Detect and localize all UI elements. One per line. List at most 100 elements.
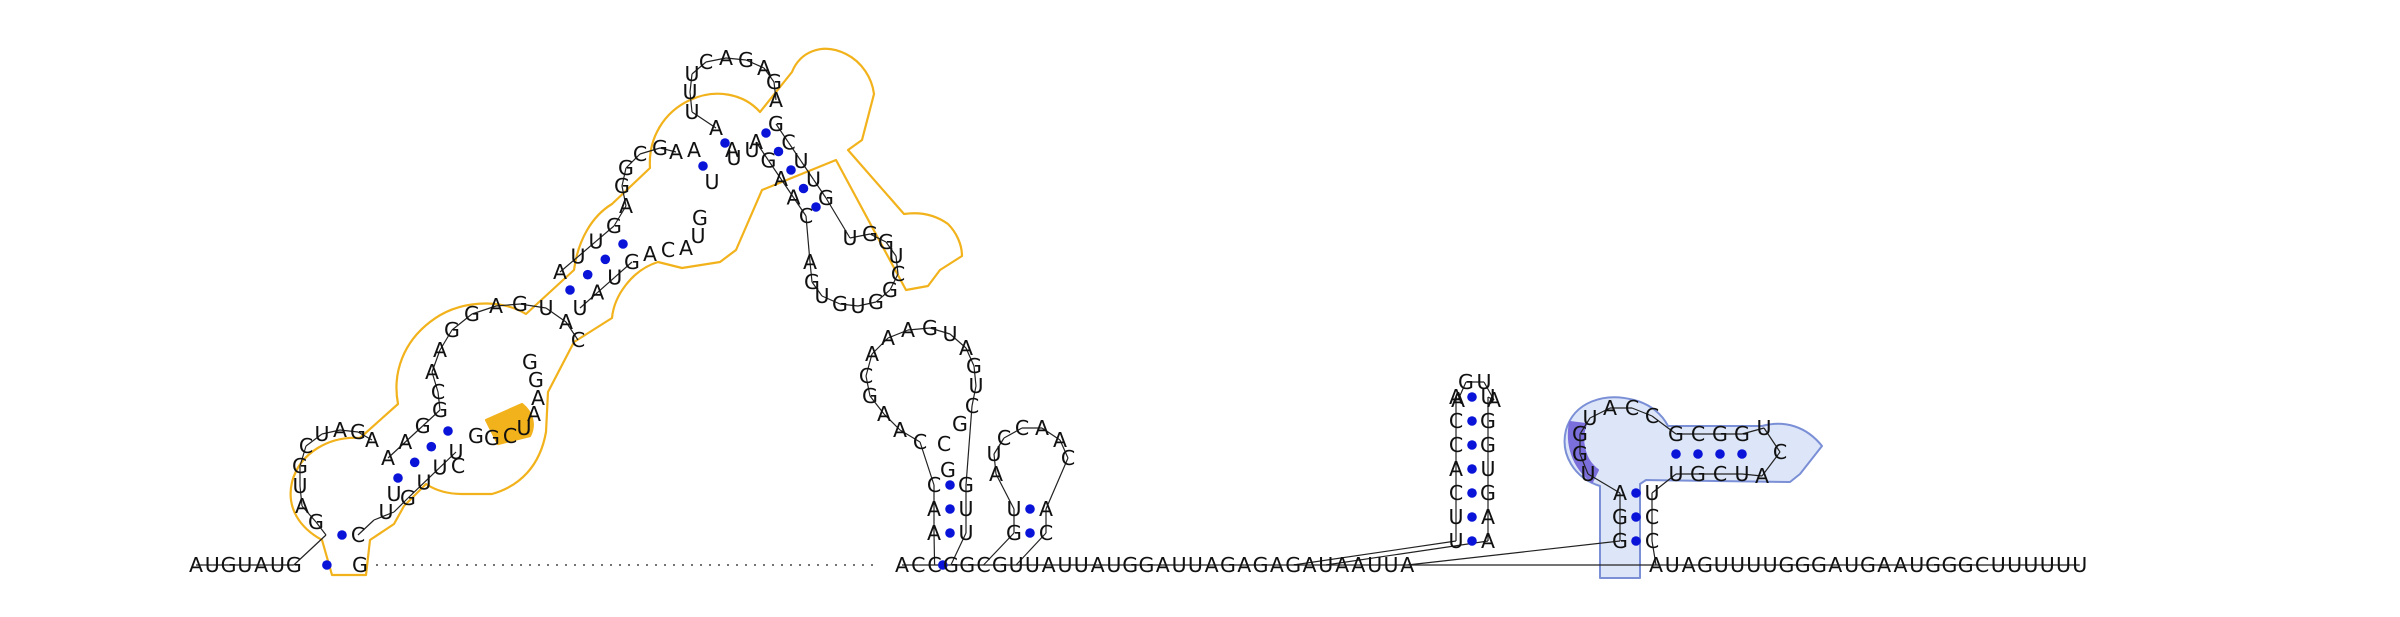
base-pair-dot bbox=[773, 146, 784, 157]
nucleotide-hairpin2b-loop: A bbox=[989, 462, 1003, 486]
backbone-link bbox=[788, 142, 802, 162]
nucleotide-middle: C bbox=[927, 553, 941, 577]
backbone-link bbox=[437, 391, 441, 411]
nucleotide-3prime: U bbox=[2056, 553, 2071, 577]
backbone-link bbox=[773, 81, 777, 101]
backbone-link bbox=[393, 497, 409, 513]
backbone-layer bbox=[196, 57, 2080, 566]
nucleotide-middle: U bbox=[1057, 553, 1072, 577]
backbone-link bbox=[1407, 540, 1621, 566]
nucleotide-3prime: U bbox=[1714, 553, 1729, 577]
nucleotide-blue-loop-left: U bbox=[1580, 462, 1595, 486]
backbone-link bbox=[423, 466, 441, 484]
backbone-link bbox=[1045, 457, 1069, 510]
nucleotide-middle: G bbox=[959, 553, 975, 577]
nucleotide-hairpin2-junction: C bbox=[937, 432, 951, 456]
nucleotide-loop-large: C bbox=[431, 380, 445, 404]
base-pair-dot bbox=[1467, 488, 1477, 498]
nucleotide-loop-right: U bbox=[888, 244, 903, 268]
nucleotide-stem-h: A bbox=[786, 186, 800, 210]
backbone-link bbox=[565, 321, 579, 341]
nucleotide-junction-b: A bbox=[679, 236, 693, 260]
nucleotide-hairpin3-loop: A bbox=[1487, 388, 1501, 412]
backbone-link bbox=[933, 532, 936, 566]
backbone-link bbox=[793, 197, 807, 217]
nucleotide-stem-g: U bbox=[793, 149, 808, 173]
nucleotide-stem-g: G bbox=[768, 112, 784, 136]
nucleotide-blue-tip: A bbox=[1755, 464, 1769, 488]
backbone-link bbox=[1487, 396, 1495, 401]
nucleotide-blue-left: G bbox=[1612, 529, 1628, 553]
nucleotide-stem-a: A bbox=[381, 446, 395, 470]
nucleotide-middle: U bbox=[1106, 553, 1121, 577]
nucleotide-3prime: A bbox=[1893, 553, 1907, 577]
nucleotide-5prime: U bbox=[237, 553, 252, 577]
backbone-link bbox=[780, 178, 794, 198]
nucleotide-loop-large-right: C bbox=[503, 424, 517, 448]
base-pair-layer bbox=[322, 128, 1747, 570]
backbone-link bbox=[768, 160, 782, 180]
nucleotide-stem-g: C bbox=[781, 131, 795, 155]
backbone-link bbox=[545, 307, 567, 323]
nucleotide-loop-b: G bbox=[614, 174, 630, 198]
base-pair-dot bbox=[618, 239, 628, 249]
backbone-link bbox=[1741, 473, 1763, 477]
nucleotide-loop-top: G bbox=[738, 48, 754, 72]
base-pair-dot bbox=[720, 138, 730, 148]
backbone-link bbox=[755, 141, 769, 161]
nucleotide-blue-tip: U bbox=[1756, 416, 1771, 440]
nucleotide-blue-tip: C bbox=[1773, 440, 1787, 464]
base-pair-dot bbox=[582, 269, 593, 280]
nucleotide-hairpin3-left: U bbox=[1448, 529, 1463, 553]
nucleotide-stem-c: A bbox=[553, 260, 567, 284]
base-pair-dot bbox=[565, 285, 575, 295]
base-pair-dot bbox=[337, 530, 347, 540]
nucleotide-loop-right: U bbox=[814, 284, 829, 308]
backbone-link bbox=[315, 521, 327, 536]
nucleotide-hairpin2b-loop: U bbox=[986, 442, 1001, 466]
nucleotide-loop-top: U bbox=[684, 100, 699, 124]
backbone-link bbox=[689, 73, 693, 93]
nucleotide-loop-right: U bbox=[850, 294, 865, 318]
backbone-link bbox=[949, 333, 967, 349]
nucleotide-hairpin2-left: A bbox=[927, 521, 941, 545]
nucleotide-hairpin1-loop: G bbox=[292, 454, 308, 478]
nucleotide-stem-d: U bbox=[572, 296, 587, 320]
nucleotide-top-pair: A bbox=[725, 138, 739, 162]
backbone-link bbox=[995, 473, 1015, 510]
base-pair-dot bbox=[393, 473, 403, 483]
nucleotide-stem-c: G bbox=[606, 214, 622, 238]
backbone-link bbox=[907, 327, 931, 331]
nucleotide-3prime: G bbox=[1778, 553, 1794, 577]
nucleotide-loop-top: A bbox=[719, 46, 733, 70]
backbone-link bbox=[929, 327, 951, 335]
nucleotide-3prime: U bbox=[1909, 553, 1924, 577]
nucleotide-blue-stem-top: G bbox=[1668, 422, 1684, 446]
nucleotide-3prime: C bbox=[1975, 553, 1989, 577]
nucleotide-3prime: G bbox=[1697, 553, 1713, 577]
nucleotide-loop-right: G bbox=[832, 292, 848, 316]
nucleotide-stem-b: U bbox=[416, 471, 431, 495]
backbone-link bbox=[899, 429, 921, 443]
nucleotide-junction: C bbox=[451, 454, 465, 478]
backbone-link bbox=[1631, 407, 1653, 417]
base-pair-dot bbox=[811, 202, 821, 212]
nucleotide-loop-b: G bbox=[652, 136, 668, 160]
nucleotide-blue-stem-bottom: U bbox=[1668, 462, 1683, 486]
nucleotide-hairpin2-right: U bbox=[958, 521, 973, 545]
backbone-link bbox=[1003, 427, 1023, 439]
backbone-link bbox=[1763, 427, 1781, 453]
backbone-link bbox=[339, 429, 359, 433]
nucleotide-3prime: U bbox=[1763, 553, 1778, 577]
backbone-link bbox=[439, 451, 457, 468]
nucleotide-loop-large: G bbox=[512, 292, 528, 316]
backbone-link bbox=[775, 123, 789, 143]
backbone-link bbox=[621, 167, 627, 187]
nucleotide-middle: U bbox=[1188, 553, 1203, 577]
nucleotide-hairpin3-left: C bbox=[1449, 409, 1463, 433]
nucleotide-middle: G bbox=[1122, 553, 1138, 577]
nucleotide-hairpin2b-loop: C bbox=[1061, 446, 1075, 470]
nucleotide-loop-large-right: G bbox=[528, 368, 544, 392]
nucleotide-blue-right: U bbox=[1644, 481, 1659, 505]
nucleotide-loop-large-right: G bbox=[484, 426, 500, 450]
